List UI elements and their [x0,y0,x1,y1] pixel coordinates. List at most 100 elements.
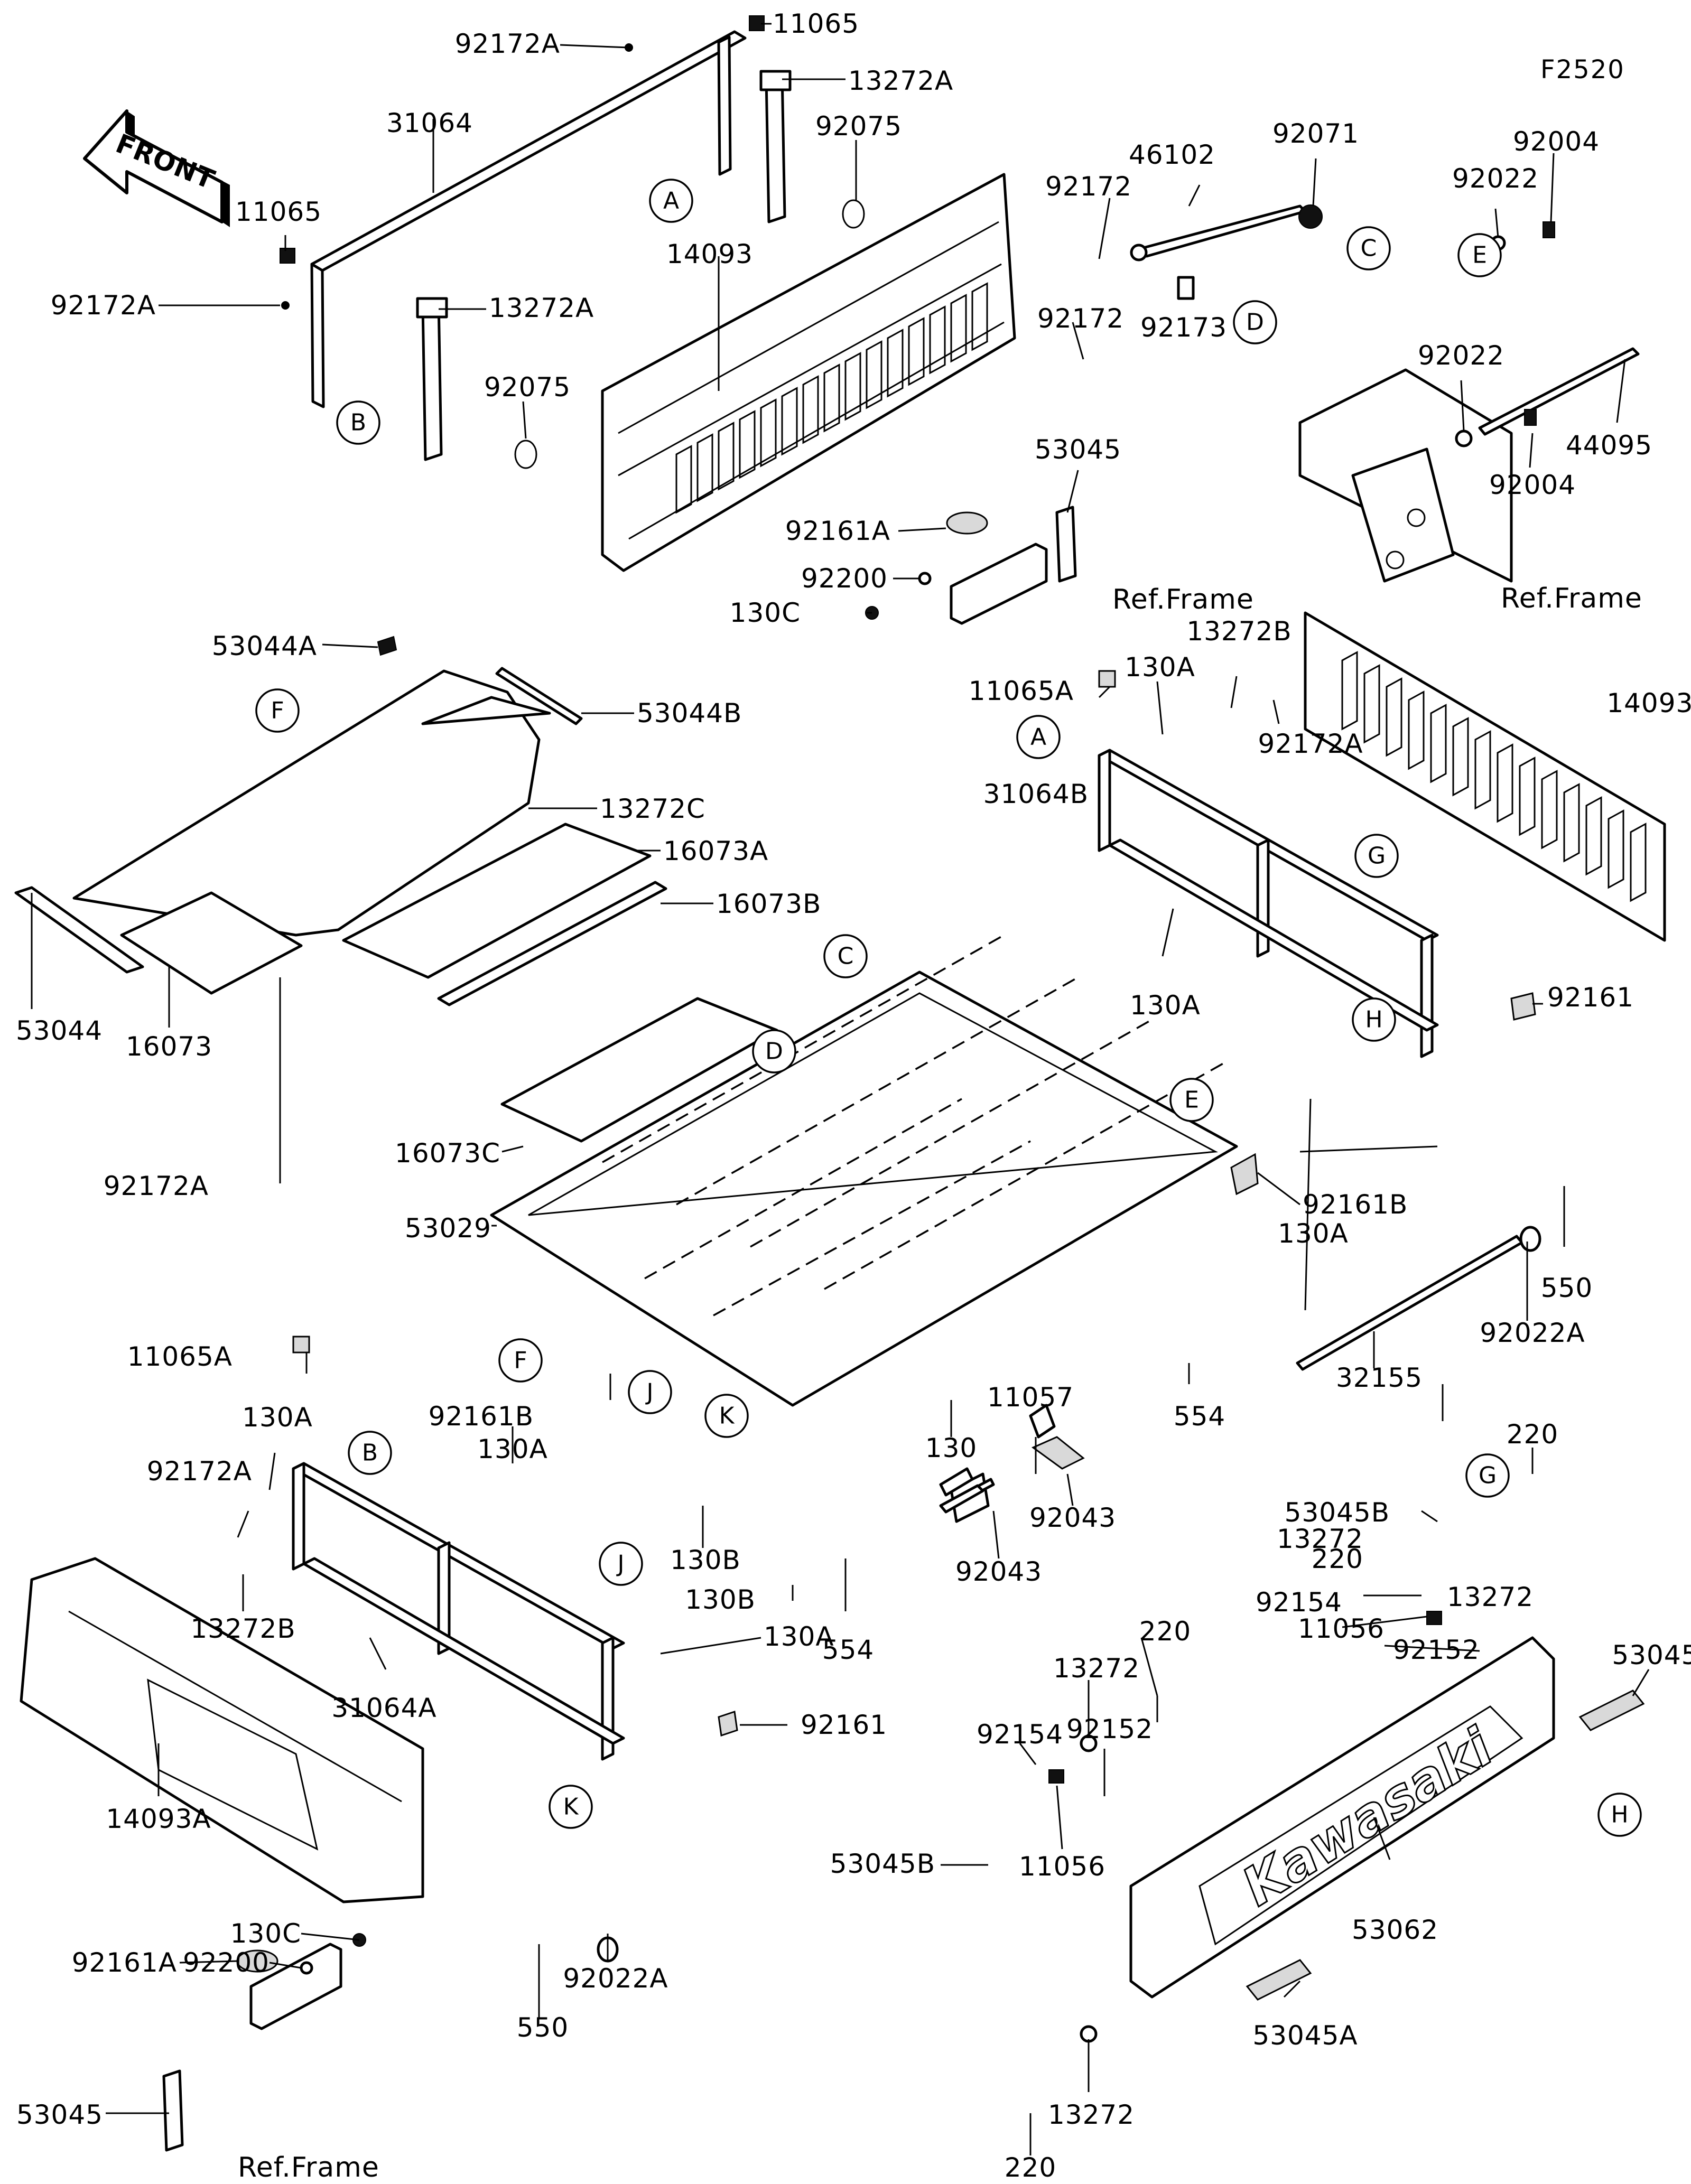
seal-53044 [14,886,144,974]
reference-marker-letter: B [350,409,366,436]
reference-marker: C [823,934,868,978]
part-number-label: 92043 [1029,1502,1116,1533]
part-number-label: 92161 [1547,982,1634,1013]
reference-marker-letter: K [563,1794,579,1821]
latch-53045-bottom [162,1943,342,2152]
reference-marker-letter: G [1479,1462,1497,1489]
part-number-label: 92172A [104,1171,209,1201]
part-number-label: 554 [1174,1401,1225,1432]
part-number-label: 92154 [977,1719,1063,1750]
part-number-label: 14093A [106,1804,211,1834]
ref-frame-label: Ref.Frame [238,2152,379,2183]
part-number-label: 92154 [1256,1587,1342,1618]
reference-marker: J [628,1370,672,1414]
part-number-label: 11065 [773,8,859,39]
reference-marker: B [348,1431,392,1475]
reference-marker: K [549,1785,593,1829]
part-number-label: 11056 [1298,1613,1385,1644]
reference-marker-letter: G [1368,843,1386,870]
reference-marker-letter: H [1365,1006,1382,1033]
panel-rib [1363,664,1380,744]
part-number-label: 11065A [969,676,1074,706]
part-number-label: 92161A [72,1947,177,1978]
part-number-label: 92022 [1452,163,1539,194]
part-number-label: 14093B [1606,688,1691,718]
clip-53044a [377,636,397,656]
mat-16073 [120,891,303,995]
part-number-label: 44095 [1566,430,1652,461]
strip-16073b [437,881,667,1006]
rack-rail-31064 [281,30,747,408]
part-number-label: 92004 [1513,126,1600,157]
part-number-label: 11057 [987,1382,1074,1413]
part-number-label: 92173 [1140,312,1227,343]
washer-92200-top [918,572,932,585]
part-number-label: 53062 [1352,1915,1438,1945]
part-number-label: 53045A [1252,2020,1358,2051]
reference-marker: D [752,1029,796,1074]
part-number-label: 220 [1005,2152,1056,2183]
part-number-label: 53045B [1285,1497,1390,1528]
part-number-label: 130A [1130,990,1201,1021]
part-number-label: 130B [685,1584,756,1615]
part-number-label: 130B [670,1545,741,1575]
part-number-label: 13272A [489,293,594,323]
reference-marker: E [1457,233,1502,277]
panel-rib [1341,651,1358,731]
part-number-label: 92152 [1066,1714,1153,1744]
latch-rod-46102 [1130,204,1323,262]
reference-marker: G [1354,834,1399,878]
panel-rib [718,422,735,491]
panel-rib [1608,809,1624,889]
part-number-label: 16073B [716,889,821,919]
part-number-label: 31064B [983,779,1089,809]
reference-marker-letter: A [1030,724,1046,751]
reference-marker: G [1465,1453,1510,1498]
leader-lines [31,23,1650,2155]
part-number-label: 13272 [1048,2099,1135,2130]
panel-rib [823,363,840,433]
panel-rib [1386,677,1402,757]
panel-rib [887,329,904,398]
reference-marker-letter: E [1472,242,1487,269]
part-number-label: 11065 [235,197,322,227]
part-number-label: 550 [1541,1273,1593,1303]
part-number-label: 13272 [1447,1582,1534,1612]
panel-rib [739,410,756,479]
cargo-bed-53029 [490,934,1259,1407]
part-number-label: 16073C [395,1138,500,1169]
stop-11056-upper [1426,1611,1442,1625]
part-number-label: 13272B [190,1613,295,1644]
part-number-label: 53044 [16,1015,103,1046]
panel-rib [908,317,925,386]
part-number-label: 13272 [1277,1524,1363,1554]
cap-11065-left [280,248,295,264]
part-number-label: 11056 [1019,1851,1105,1882]
pin-92043-lower [939,1484,984,1514]
cap-11065a-right [1098,670,1116,688]
bracket-13272a-lower [416,297,448,461]
side-panel-14093 [601,173,1016,572]
panel-rib [675,445,692,514]
part-number-label: 92200 [183,1947,270,1978]
diagram-code: F2520 [1540,55,1625,85]
part-number-label: 92004 [1489,470,1576,500]
rubber-92161b [1230,1153,1259,1196]
reference-marker-letter: C [1361,235,1377,262]
part-number-label: 53045A [1612,1640,1691,1670]
part-number-label: 92043 [955,1556,1042,1587]
part-number-label: 130A [242,1402,313,1433]
reference-marker-letter: K [719,1403,735,1430]
reference-marker: A [1016,715,1061,759]
panel-rib [1630,823,1647,902]
part-number-label: 130C [230,1918,301,1949]
part-number-label: 130C [730,598,801,628]
panel-rib [844,352,861,421]
panel-rib [1519,757,1536,836]
part-number-label: 92152 [1393,1635,1480,1665]
panel-rib [1474,730,1491,810]
part-number-label: 31064A [331,1693,436,1723]
reference-marker-letter: E [1184,1087,1199,1114]
